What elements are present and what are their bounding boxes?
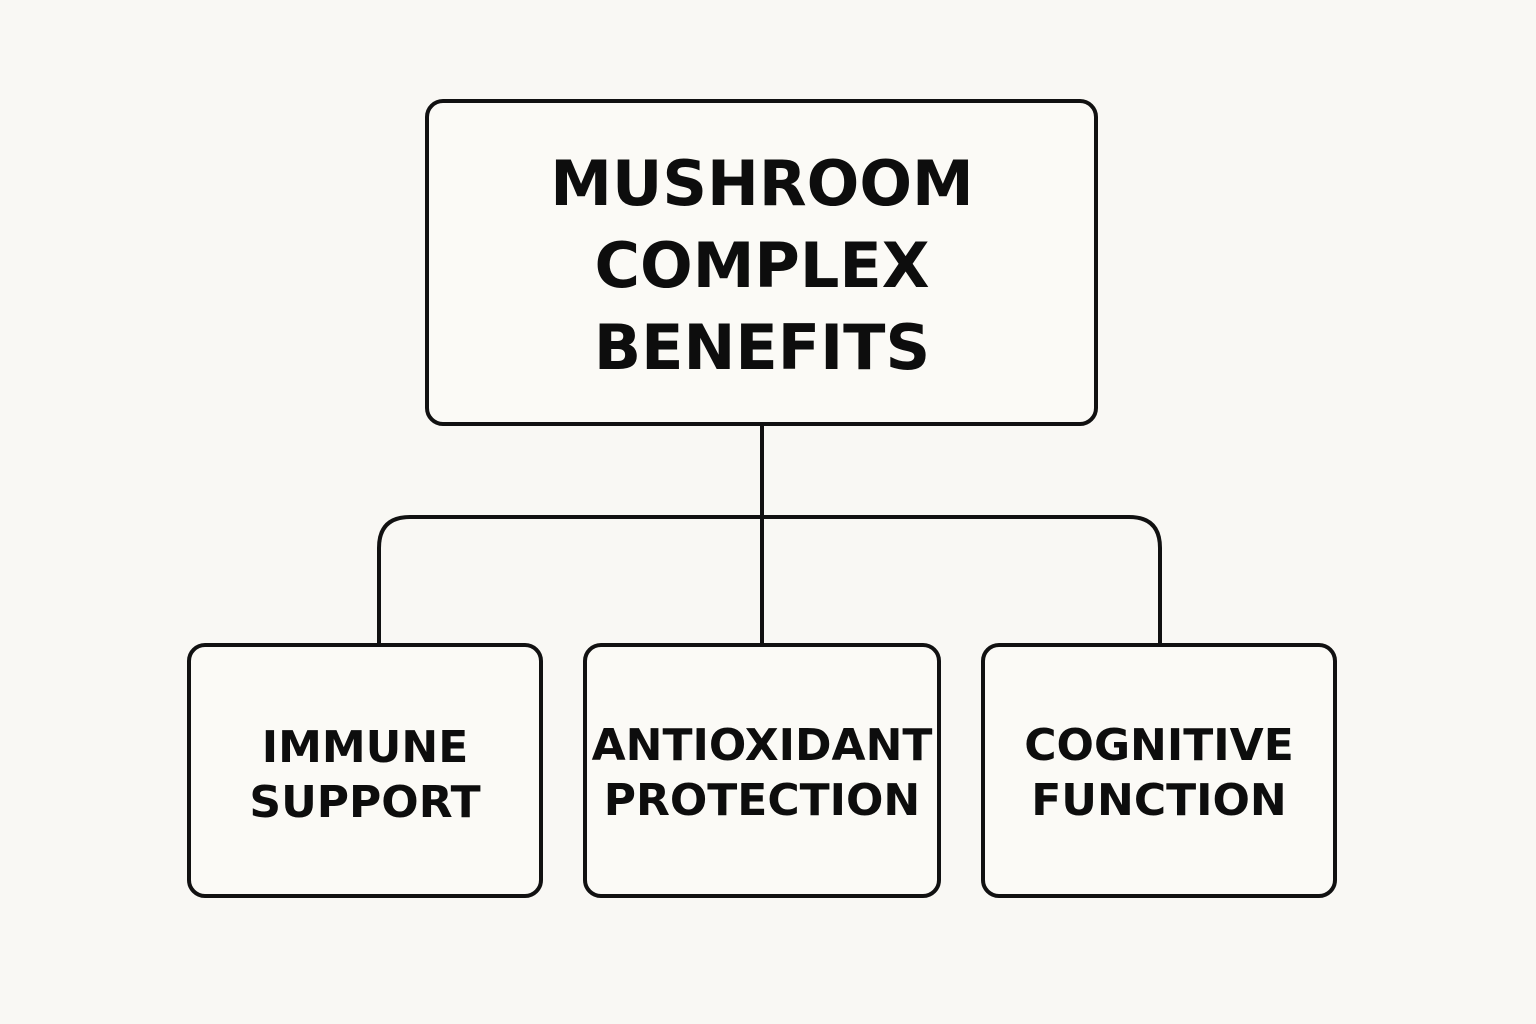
connector-branch-left: [377, 515, 764, 645]
child-box-immune-support: [187, 643, 543, 898]
connectors: [377, 422, 1162, 645]
child-box-antioxidant-protection: [583, 643, 941, 898]
child-label-antioxidant-line-2: PROTECTION: [604, 775, 921, 826]
child-node-antioxidant-protection: ANTIOXIDANT PROTECTION: [583, 643, 941, 898]
child-node-cognitive-function: COGNITIVE FUNCTION: [981, 643, 1337, 898]
root-label-line-2: COMPLEX: [594, 229, 929, 302]
child-label-immune-line-1: IMMUNE: [262, 722, 469, 773]
child-label-cognitive-line-1: COGNITIVE: [1024, 720, 1294, 771]
child-label-cognitive-line-2: FUNCTION: [1031, 775, 1287, 826]
root-label-line-3: BENEFITS: [594, 311, 930, 384]
root-label-line-1: MUSHROOM: [550, 147, 973, 220]
child-label-immune-line-2: SUPPORT: [249, 777, 480, 828]
connector-branch-right: [760, 515, 1162, 645]
root-node: MUSHROOM COMPLEX BENEFITS: [425, 99, 1098, 426]
child-node-immune-support: IMMUNE SUPPORT: [187, 643, 543, 898]
root-box: [425, 99, 1098, 426]
child-label-antioxidant-line-1: ANTIOXIDANT: [592, 720, 933, 771]
child-box-cognitive-function: [981, 643, 1337, 898]
